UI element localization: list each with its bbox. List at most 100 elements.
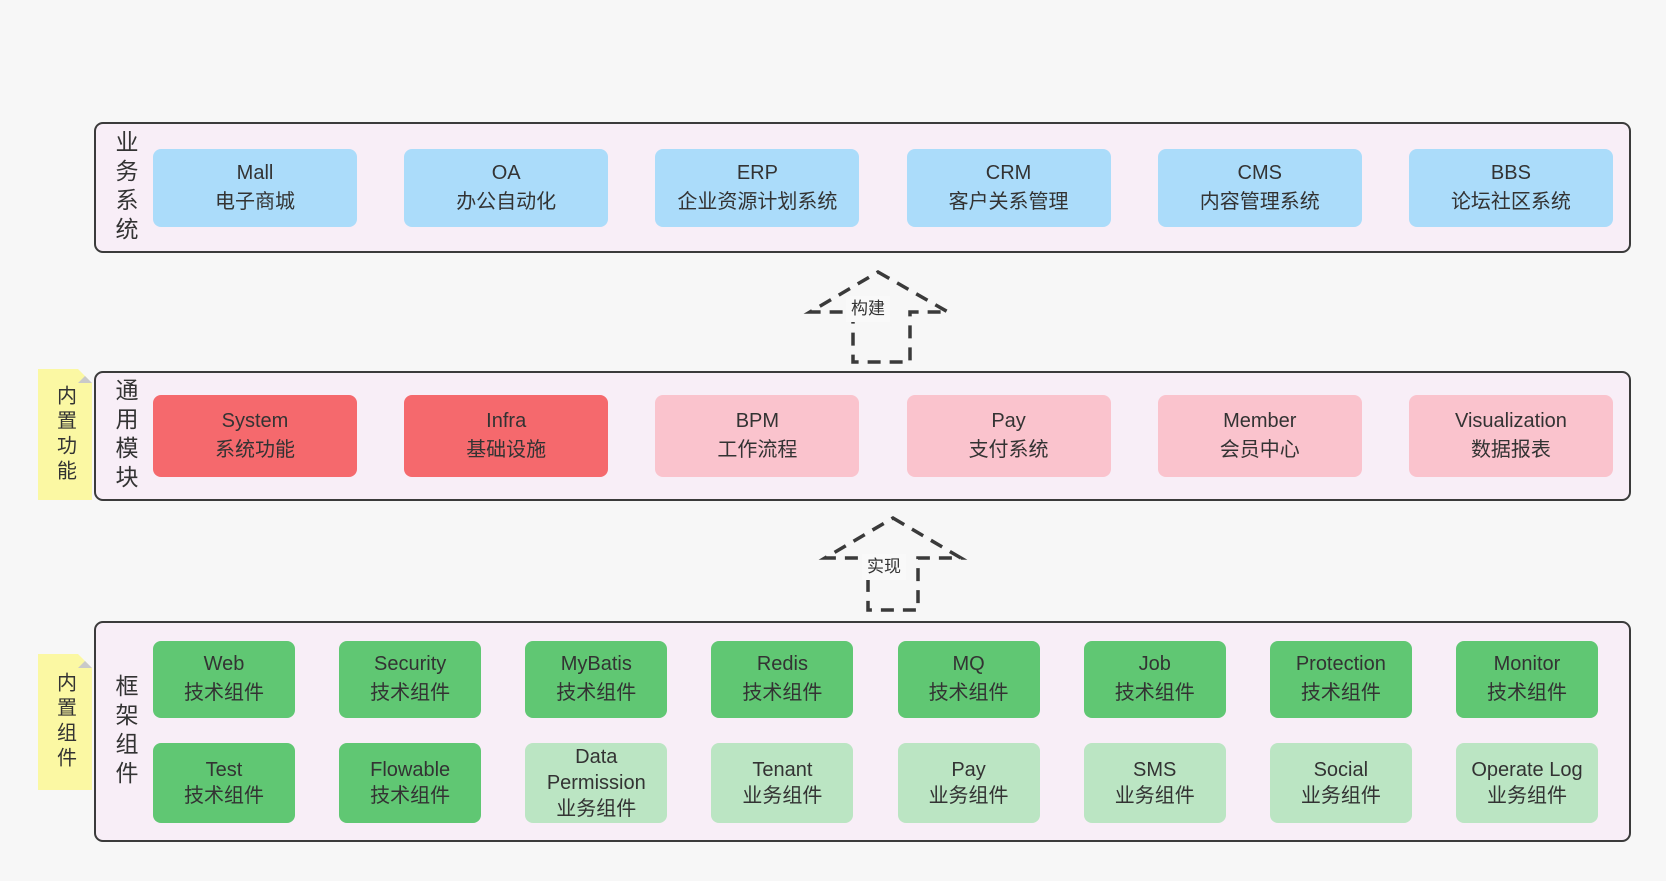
box-monitor: Monitor 技术组件 [1455, 640, 1598, 718]
box-job: Job 技术组件 [1083, 640, 1226, 718]
box-title: Data Permission [546, 745, 646, 794]
box-subtitle: 技术组件 [556, 682, 637, 704]
box-title: Job [1138, 653, 1171, 675]
box-subtitle: 业务组件 [1300, 784, 1381, 807]
framework-row-1: Web 技术组件 Security 技术组件 MyBatis 技术组件 Redi… [153, 640, 1598, 718]
box-tenant: Tenant 业务组件 [711, 742, 854, 823]
box-test: Test 技术组件 [153, 742, 295, 823]
box-title: Visualization [1454, 410, 1567, 432]
box-redis: Redis 技术组件 [711, 640, 854, 718]
box-erp: ERP 企业资源计划系统 [655, 148, 860, 227]
business-boxes-row: Mall 电子商城 OA 办公自动化 ERP 企业资源计划系统 CRM 客户关系… [153, 148, 1613, 227]
box-title: CRM [985, 161, 1032, 184]
band-business-systems: 业务系统 Mall 电子商城 OA 办公自动化 ERP 企业资源计划系统 CRM… [94, 122, 1631, 253]
box-title: Flowable [370, 758, 451, 781]
box-title: Infra [486, 410, 527, 432]
box-subtitle: 电子商城 [215, 190, 295, 213]
band-framework-components: 框架组件 Web 技术组件 Security 技术组件 MyBatis 技术组件… [94, 621, 1631, 842]
box-title: System [221, 410, 289, 432]
box-title: Tenant [752, 758, 813, 781]
box-pay-component: Pay 业务组件 [897, 742, 1040, 823]
box-title: Mall [236, 161, 274, 184]
box-subtitle: 基础设施 [466, 439, 547, 461]
box-subtitle: 业务组件 [742, 784, 823, 807]
box-title: SMS [1133, 758, 1177, 781]
box-subtitle: 业务组件 [1486, 784, 1567, 807]
box-pay-module: Pay 支付系统 [906, 395, 1111, 477]
box-subtitle: 技术组件 [1300, 682, 1381, 704]
box-subtitle: 技术组件 [370, 682, 451, 704]
box-subtitle: 技术组件 [1114, 682, 1195, 704]
box-title: Security [374, 653, 447, 675]
box-oa: OA 办公自动化 [404, 148, 609, 227]
box-title: Operate Log [1471, 758, 1583, 781]
box-protection: Protection 技术组件 [1269, 640, 1412, 718]
box-title: Web [203, 653, 245, 675]
box-bpm: BPM 工作流程 [655, 395, 860, 477]
box-subtitle: 技术组件 [1486, 682, 1567, 704]
arrow-implement-label: 实现 [862, 554, 906, 580]
box-subtitle: 内容管理系统 [1199, 190, 1320, 213]
box-system: System 系统功能 [153, 395, 357, 477]
box-title: ERP [736, 161, 778, 184]
band-label-framework: 框架组件 [112, 673, 138, 790]
box-subtitle: 业务组件 [928, 784, 1009, 807]
box-mq: MQ 技术组件 [897, 640, 1040, 718]
arrow-build-label: 构建 [846, 296, 890, 322]
box-title: CMS [1237, 161, 1282, 184]
box-subtitle: 客户关系管理 [948, 190, 1069, 213]
box-sms: SMS 业务组件 [1083, 742, 1226, 823]
box-subtitle: 论坛社区系统 [1450, 190, 1571, 213]
modules-boxes-row: System 系统功能 Infra 基础设施 BPM 工作流程 Pay 支付系统… [153, 395, 1613, 477]
box-subtitle: 技术组件 [370, 784, 451, 807]
framework-row-2: Test 技术组件 Flowable 技术组件 Data Permission … [153, 742, 1598, 823]
box-title: Monitor [1493, 653, 1561, 675]
up-arrow-build-icon [803, 269, 955, 364]
box-title: OA [491, 161, 521, 184]
box-title: Protection [1295, 653, 1386, 675]
box-subtitle: 支付系统 [968, 439, 1049, 461]
box-title: BBS [1490, 161, 1531, 184]
band-label-modules: 通用模块 [112, 378, 138, 494]
box-crm: CRM 客户关系管理 [906, 148, 1111, 227]
band-label-business: 业务系统 [112, 129, 138, 246]
box-mall: Mall 电子商城 [153, 148, 357, 227]
box-title: Member [1223, 410, 1297, 432]
box-subtitle: 办公自动化 [456, 190, 557, 213]
box-infra: Infra 基础设施 [404, 395, 609, 477]
box-subtitle: 技术组件 [184, 682, 264, 704]
box-member: Member 会员中心 [1157, 395, 1362, 477]
box-subtitle: 数据报表 [1470, 439, 1551, 461]
box-social: Social 业务组件 [1269, 742, 1412, 823]
note-built-in-features: 内置功能 [38, 369, 92, 500]
box-subtitle: 工作流程 [717, 439, 798, 461]
box-flowable: Flowable 技术组件 [339, 742, 482, 823]
box-operate-log: Operate Log 业务组件 [1455, 742, 1598, 823]
box-cms: CMS 内容管理系统 [1157, 148, 1362, 227]
box-security: Security 技术组件 [339, 640, 482, 718]
box-subtitle: 技术组件 [928, 682, 1009, 704]
box-title: Pay [951, 758, 986, 781]
box-subtitle: 业务组件 [1114, 784, 1195, 807]
box-visualization: Visualization 数据报表 [1408, 395, 1613, 477]
box-subtitle: 技术组件 [184, 784, 264, 807]
box-title: Social [1313, 758, 1369, 781]
box-web: Web 技术组件 [153, 640, 295, 718]
box-title: Redis [756, 653, 808, 675]
box-subtitle: 会员中心 [1219, 439, 1300, 461]
note-built-in-components: 内置组件 [38, 654, 92, 790]
box-title: MyBatis [560, 653, 632, 675]
box-subtitle: 系统功能 [215, 439, 295, 461]
box-subtitle: 技术组件 [742, 682, 823, 704]
box-title: MQ [952, 653, 985, 675]
box-title: BPM [735, 410, 780, 432]
box-title: Test [205, 758, 243, 781]
box-data-permission: Data Permission 业务组件 [525, 742, 668, 823]
up-arrow-implement-icon [818, 515, 968, 612]
box-subtitle: 企业资源计划系统 [677, 190, 838, 213]
box-bbs: BBS 论坛社区系统 [1408, 148, 1613, 227]
framework-rows: Web 技术组件 Security 技术组件 MyBatis 技术组件 Redi… [153, 640, 1598, 823]
box-mybatis: MyBatis 技术组件 [525, 640, 668, 718]
box-subtitle: 业务组件 [556, 797, 637, 820]
